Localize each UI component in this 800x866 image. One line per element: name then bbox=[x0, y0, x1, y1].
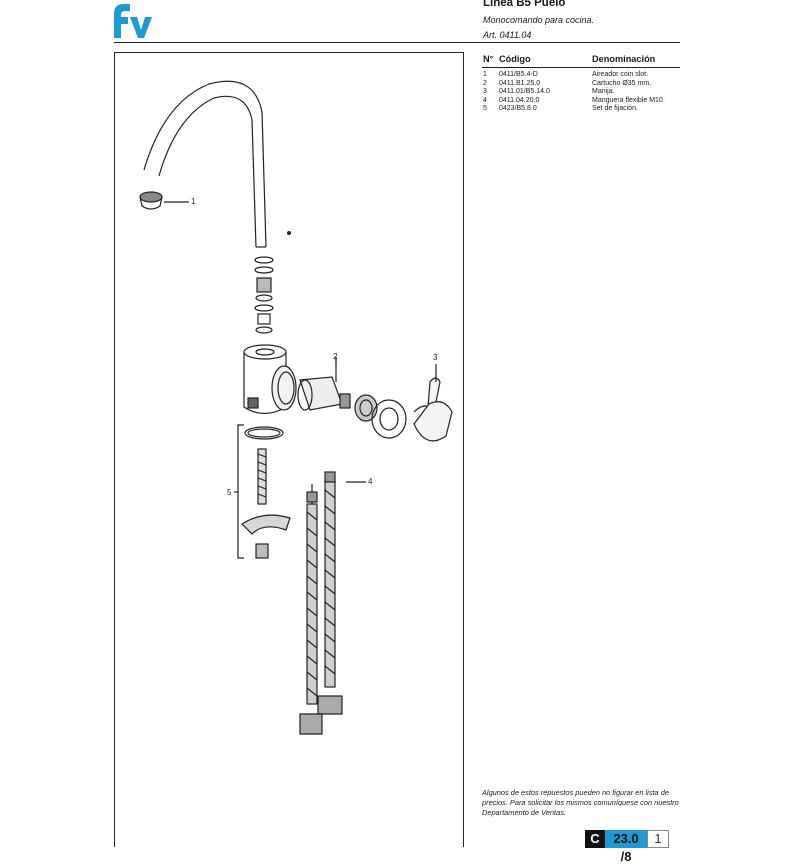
article-number: Art. 0411.04 bbox=[483, 30, 532, 40]
footnote: Algunos de estos repuestos pueden no fig… bbox=[482, 788, 679, 817]
parts-table: N° Código Denominación 1 0411/B5.4-D Air… bbox=[482, 53, 680, 114]
label-3: 3 bbox=[433, 353, 438, 362]
row-number: 2 bbox=[483, 79, 487, 87]
row-code: 0411.01/B5.14.0 bbox=[499, 88, 550, 96]
table-row: 2 0411.B1.25.0 Cartucho Ø35 mm. bbox=[482, 80, 680, 89]
row-number: 1 bbox=[483, 71, 487, 78]
label-4: 4 bbox=[368, 477, 373, 486]
fv-logo bbox=[114, 4, 152, 38]
section-code: 23.0 /8 bbox=[605, 830, 647, 864]
col-number: N° bbox=[483, 54, 494, 64]
table-row: 5 0423/B5.8.0 Set de fijación. bbox=[482, 105, 680, 114]
table-row: 1 0411/B5.4-D Aireador coin slot. bbox=[482, 71, 680, 80]
row-name: Manija. bbox=[592, 88, 615, 96]
row-code: 0411.04.20.0 bbox=[499, 96, 540, 104]
row-code: 0423/B5.8.0 bbox=[499, 105, 537, 113]
page-number: 1 bbox=[647, 830, 669, 848]
label-5: 5 bbox=[227, 488, 232, 497]
row-name: Aireador coin slot. bbox=[592, 71, 649, 78]
diagram-frame bbox=[114, 52, 464, 847]
section-letter: C bbox=[585, 830, 605, 848]
exploded-view-diagram: 1 2 3 4 5 bbox=[139, 80, 453, 735]
label-1: 1 bbox=[191, 197, 196, 206]
page-footer: C 23.0 /8 1 bbox=[585, 830, 669, 864]
row-name: Manguera flexible M10. bbox=[592, 96, 665, 104]
page-title: Línea B5 Puelo bbox=[483, 0, 566, 9]
row-name: Set de fijación. bbox=[592, 105, 638, 113]
row-number: 3 bbox=[483, 88, 487, 96]
header-rule bbox=[114, 42, 680, 43]
page-subtitle: Monocomando para cocina. bbox=[483, 15, 595, 25]
row-code: 0411/B5.4-D bbox=[499, 71, 538, 78]
table-row: 4 0411.04.20.0 Manguera flexible M10. bbox=[482, 97, 680, 106]
row-code: 0411.B1.25.0 bbox=[499, 79, 541, 87]
parts-table-header: N° Código Denominación bbox=[482, 53, 680, 68]
row-name: Cartucho Ø35 mm. bbox=[592, 79, 652, 87]
label-2: 2 bbox=[333, 352, 338, 361]
row-number: 4 bbox=[483, 96, 487, 104]
col-code: Código bbox=[499, 54, 531, 64]
col-name: Denominación bbox=[592, 54, 656, 64]
table-row: 3 0411.01/B5.14.0 Manija. bbox=[482, 88, 680, 97]
row-number: 5 bbox=[483, 105, 487, 113]
reference-dot bbox=[287, 231, 291, 235]
